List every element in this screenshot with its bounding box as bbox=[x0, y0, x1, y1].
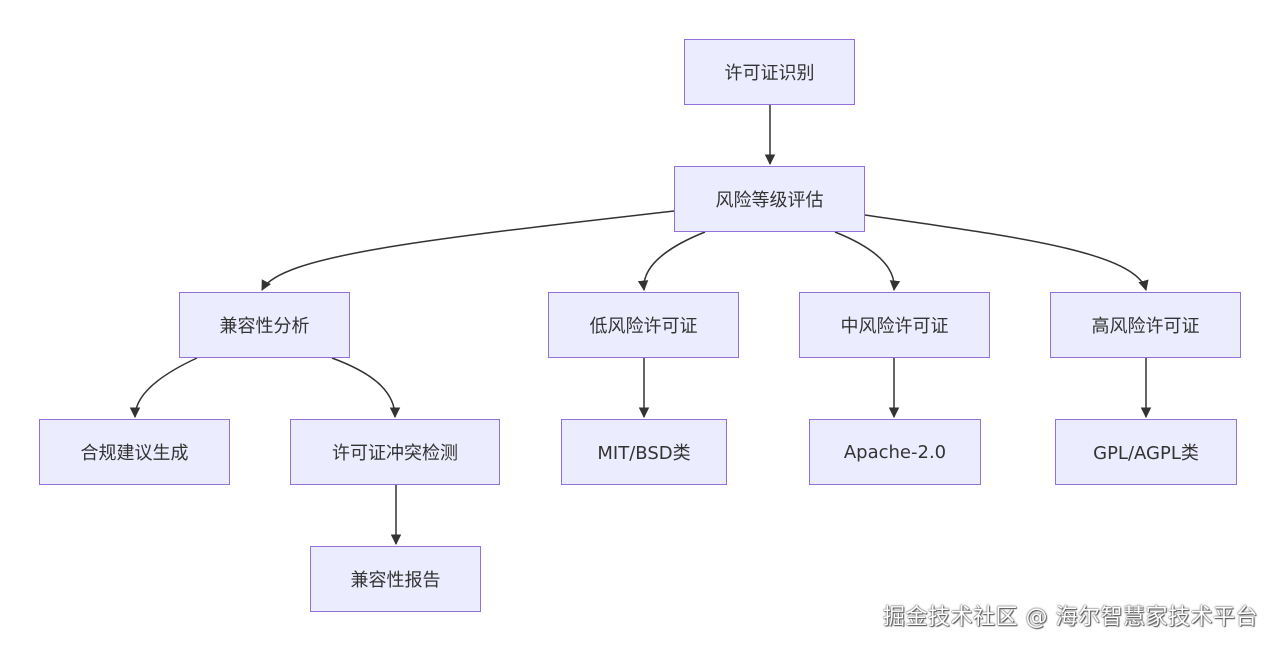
node-compat-analysis: 兼容性分析 bbox=[179, 292, 350, 358]
node-conflict-detect: 许可证冲突检测 bbox=[290, 419, 500, 485]
node-mid-risk: 中风险许可证 bbox=[799, 292, 990, 358]
edge-compat_analysis-to-compliance_advice bbox=[129, 357, 198, 419]
node-risk-assess: 风险等级评估 bbox=[674, 166, 865, 232]
edge-compat_analysis-to-conflict_detect bbox=[331, 357, 401, 419]
node-low-risk: 低风险许可证 bbox=[548, 292, 739, 358]
node-gpl-agpl: GPL/AGPL类 bbox=[1055, 419, 1237, 485]
watermark-text: 掘金技术社区 @ 海尔智慧家技术平台 bbox=[883, 605, 1258, 630]
node-apache: Apache-2.0 bbox=[809, 419, 981, 485]
node-compliance-advice: 合规建议生成 bbox=[39, 419, 230, 485]
node-high-risk: 高风险许可证 bbox=[1050, 292, 1241, 358]
node-mit-bsd: MIT/BSD类 bbox=[561, 419, 727, 485]
node-compat-report: 兼容性报告 bbox=[310, 546, 481, 612]
node-license-identify: 许可证识别 bbox=[684, 39, 855, 105]
edge-risk_assess-to-compat_analysis bbox=[261, 210, 675, 291]
edge-risk_assess-to-mid_risk bbox=[834, 231, 901, 292]
edge-risk_assess-to-high_risk bbox=[864, 214, 1149, 292]
edge-risk_assess-to-low_risk bbox=[637, 231, 706, 292]
